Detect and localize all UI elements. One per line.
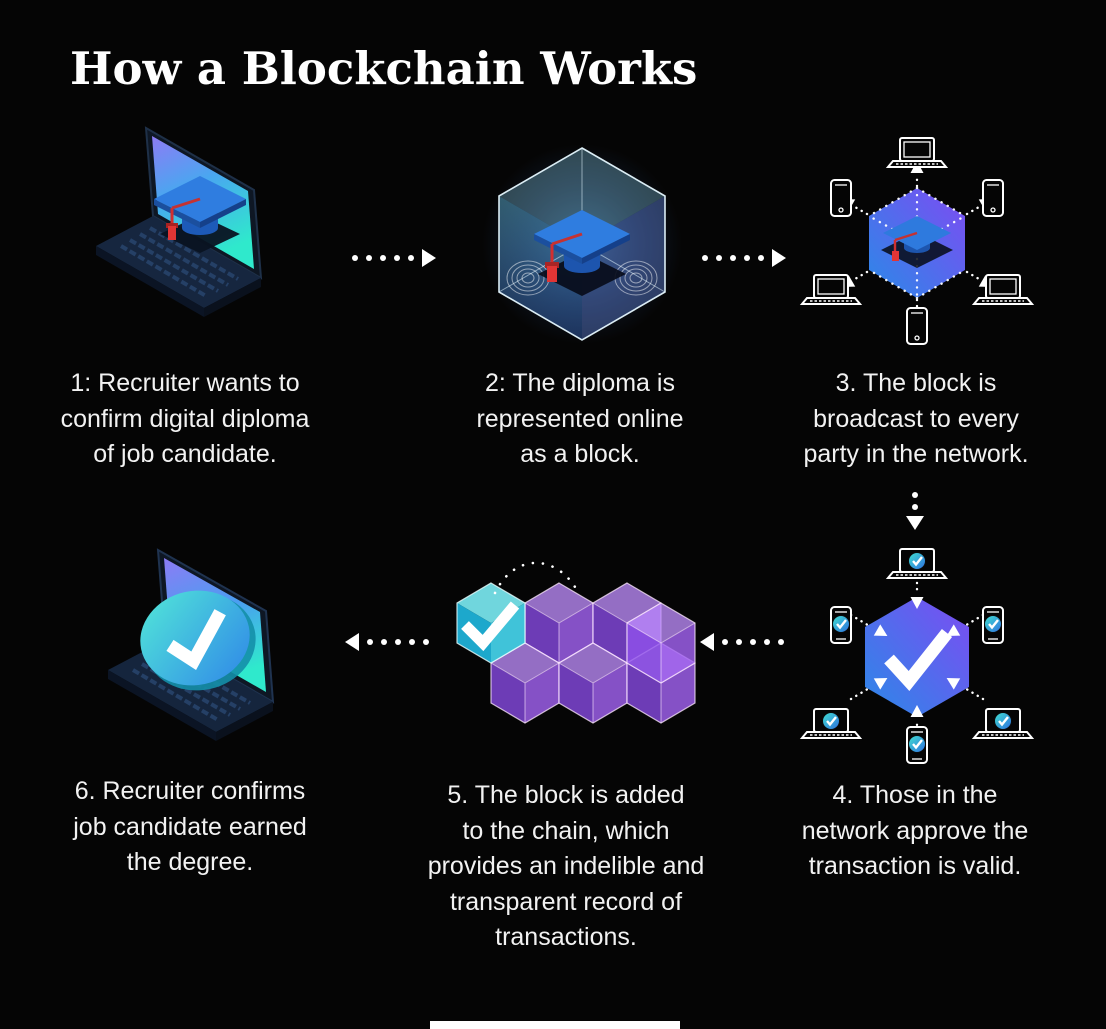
graduation-cap-icon xyxy=(534,210,630,296)
caption-line: transparent record of xyxy=(449,887,683,916)
smartphone-icon xyxy=(831,607,851,643)
caption-line: represented online xyxy=(476,404,684,433)
laptop-icon xyxy=(888,549,946,578)
step-2-caption: 2: The diploma is represented online as … xyxy=(425,366,735,473)
laptop-icon xyxy=(802,709,860,738)
network-broadcast-icon xyxy=(801,137,1033,345)
network-broadcast-illustration xyxy=(795,136,1040,346)
tassel-icon xyxy=(166,197,201,240)
graduation-cap-icon xyxy=(154,176,246,253)
broadcast-dotted-lines xyxy=(853,174,981,310)
tassel-icon xyxy=(545,232,583,282)
blockchain-cubes-illustration xyxy=(425,545,725,755)
glass-cube-icon xyxy=(482,144,682,344)
dotted-arrow-left-icon xyxy=(345,633,429,651)
checkmark-icon xyxy=(166,609,226,671)
smartphone-icon xyxy=(982,179,1004,217)
step-4-caption: 4. Those in the network approve the tran… xyxy=(762,778,1068,885)
network-approval-icon xyxy=(795,535,1040,765)
step-5-caption: 5. The block is added to the chain, whic… xyxy=(396,778,736,956)
laptop-icon xyxy=(974,709,1032,738)
block-hexagon xyxy=(865,597,969,717)
smartphone-icon xyxy=(830,179,852,217)
smartphone-icon xyxy=(906,307,928,345)
laptop-icon xyxy=(801,274,861,305)
smartphone-icon xyxy=(983,607,1003,643)
laptop-graduation-cap-illustration xyxy=(88,120,338,335)
caption-line: confirm digital diploma xyxy=(60,404,310,433)
caption-line: 3. The block is xyxy=(835,369,997,397)
laptop-checkmark-illustration xyxy=(60,540,340,755)
smartphone-icon xyxy=(907,727,927,763)
caption-line: the degree. xyxy=(126,848,254,876)
dotted-arrow-right-icon xyxy=(352,249,436,267)
check-badge-icon xyxy=(140,590,256,691)
checkmark-icon xyxy=(461,601,520,652)
step-3-caption: 3. The block is broadcast to every party… xyxy=(770,366,1062,473)
keyboard-keys xyxy=(119,226,240,298)
laptop-icon xyxy=(973,274,1033,305)
blockchain-cubes-icon xyxy=(456,561,696,724)
laptop-icon xyxy=(96,126,263,317)
caption-line: 2: The diploma is xyxy=(485,369,675,397)
caption-line: of job candidate. xyxy=(93,440,277,468)
step-1-caption: 1: Recruiter wants to confirm digital di… xyxy=(18,366,352,473)
glass-block-illustration xyxy=(480,142,685,347)
dotted-arrow-right-icon xyxy=(702,249,786,267)
caption-line: provides an indelible and xyxy=(427,852,705,880)
laptop-icon xyxy=(887,137,947,168)
page-title: How a Blockchain Works xyxy=(70,42,698,95)
caption-line: transaction is valid. xyxy=(808,852,1022,880)
caption-line: job candidate earned xyxy=(73,812,307,841)
caption-line: broadcast to every xyxy=(813,404,1019,433)
caption-line: network approve the xyxy=(801,816,1029,845)
bottom-edge-strip xyxy=(430,1021,680,1029)
step-6-caption: 6. Recruiter confirms job candidate earn… xyxy=(22,774,358,881)
caption-line: 4. Those in the xyxy=(832,781,998,809)
caption-line: to the chain, which xyxy=(462,816,670,845)
laptop-icon xyxy=(108,548,275,741)
checkmark-icon xyxy=(884,628,953,692)
caption-line: party in the network. xyxy=(803,440,1029,468)
caption-line: transactions. xyxy=(495,923,637,951)
approval-dotted-lines xyxy=(849,581,985,733)
caption-line: 5. The block is added xyxy=(447,781,685,809)
dotted-arrow-down-icon xyxy=(906,492,924,530)
dotted-arrow-left-icon xyxy=(700,633,784,651)
caption-line: 1: Recruiter wants to xyxy=(70,369,300,397)
graduation-cap-icon xyxy=(881,216,953,268)
caption-line: as a block. xyxy=(520,440,640,468)
network-approval-illustration xyxy=(795,535,1040,765)
caption-line: 6. Recruiter confirms xyxy=(74,777,306,805)
dotted-arc xyxy=(493,561,577,595)
